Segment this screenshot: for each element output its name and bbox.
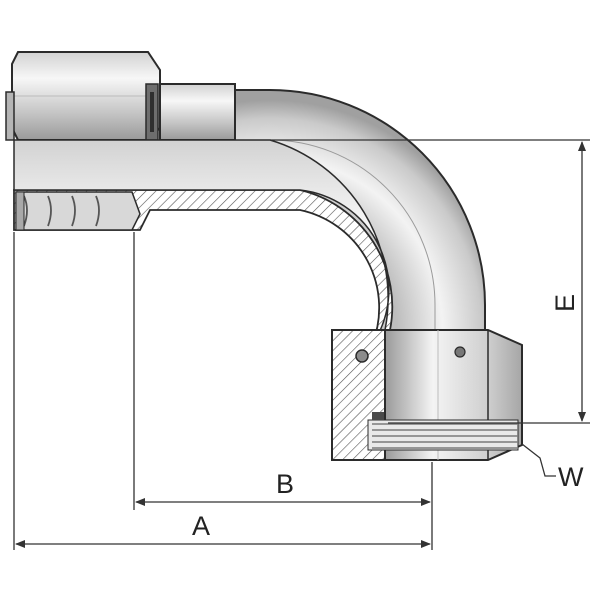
lock-pin bbox=[355, 349, 369, 363]
nut-thread bbox=[367, 419, 519, 451]
dimension-label-b: B bbox=[276, 469, 294, 499]
ferrule-ring bbox=[145, 83, 159, 141]
hose-tail-section bbox=[13, 139, 394, 421]
ferrule-upper bbox=[5, 51, 161, 141]
dimension-w-leader bbox=[521, 443, 556, 477]
dimension-label-a: A bbox=[192, 511, 210, 541]
nut-hole bbox=[454, 346, 466, 358]
swivel-nut bbox=[331, 329, 523, 461]
dimension-label-w: W bbox=[558, 462, 584, 492]
hose-barbs bbox=[15, 191, 141, 231]
stem-collar bbox=[159, 83, 236, 141]
dimension-lines bbox=[13, 139, 590, 550]
dimension-label-e: E bbox=[550, 294, 580, 312]
